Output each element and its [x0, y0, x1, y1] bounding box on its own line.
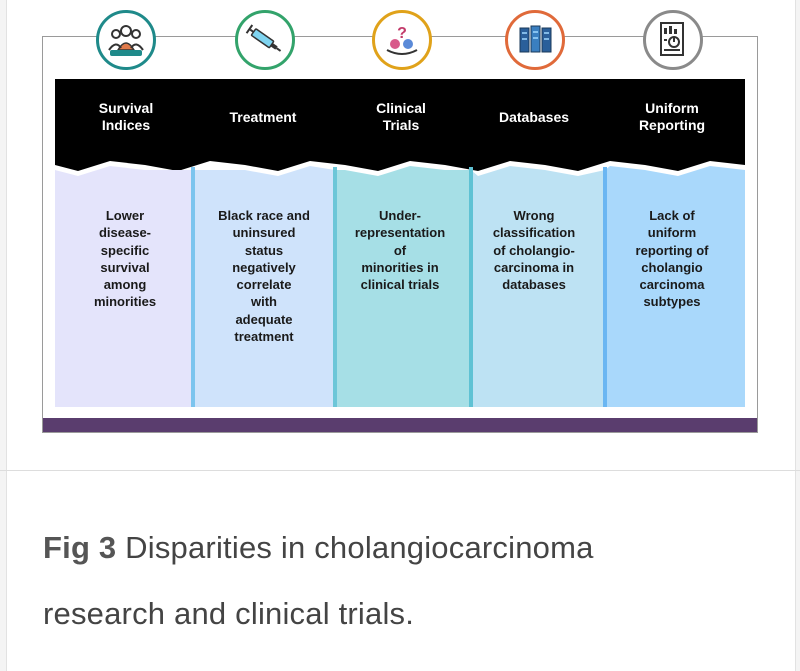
people-group-icon	[96, 10, 156, 70]
column-separator	[469, 167, 473, 407]
pills-question-icon: ?	[372, 10, 432, 70]
header-band	[55, 79, 745, 171]
card-divider	[0, 470, 800, 471]
figure-graphic	[55, 79, 745, 407]
column-panel-1	[55, 166, 193, 407]
column-separator	[191, 167, 195, 407]
figure-caption: Fig 3 Disparities in cholangiocarcinoma …	[43, 515, 723, 647]
column-separator	[333, 167, 337, 407]
column-separator	[603, 167, 607, 407]
svg-text:?: ?	[397, 25, 407, 42]
servers-icon	[505, 10, 565, 70]
caption-card: Fig 3 Disparities in cholangiocarcinoma …	[6, 471, 796, 671]
column-panel-5	[605, 166, 745, 407]
disparities-figure	[42, 36, 758, 433]
column-heading-treatment: Treatment	[229, 108, 297, 125]
column-panel-3	[335, 166, 471, 407]
figure-bottom-bar	[43, 418, 757, 432]
caption-label: Fig 3	[43, 530, 117, 565]
syringe-icon	[235, 10, 295, 70]
caption-text: Disparities in cholangiocarcinoma resear…	[43, 530, 594, 631]
column-panel-4	[471, 166, 605, 407]
column-heading-databases: Databases	[498, 108, 570, 125]
report-chart-icon	[643, 10, 703, 70]
column-panel-2	[193, 166, 335, 407]
